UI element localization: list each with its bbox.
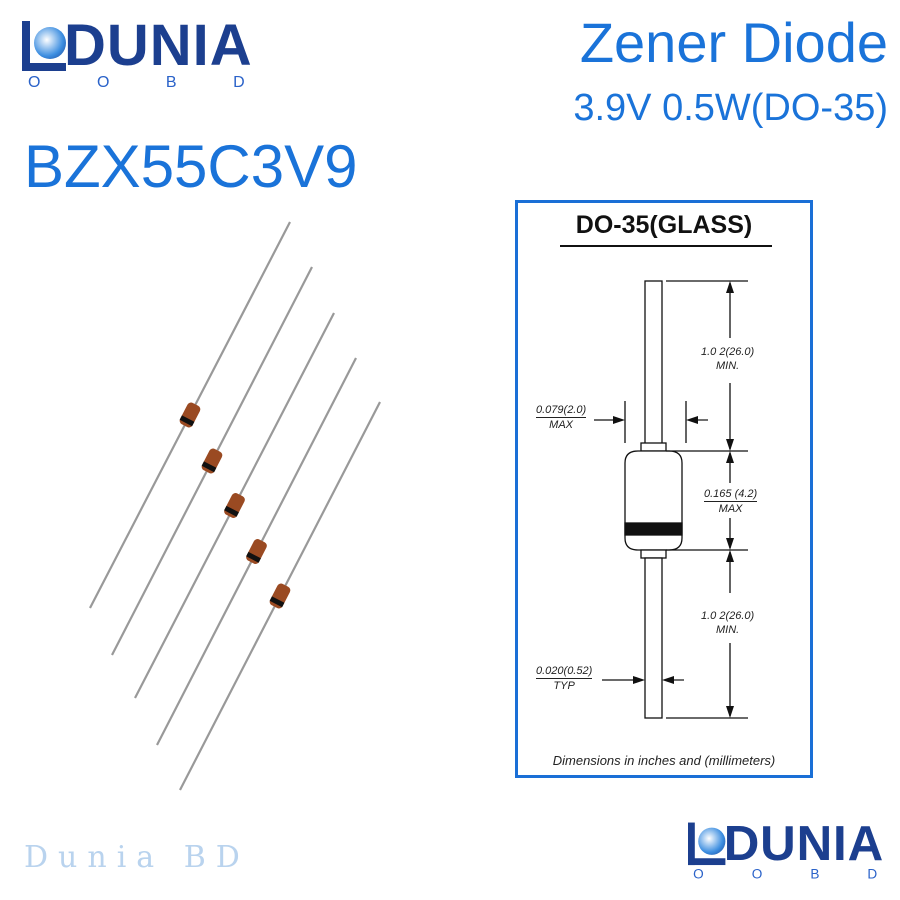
brand-logo-top: DUNIA O O B D [22, 13, 253, 92]
dim-value: 0.165 (4.2) [704, 488, 758, 502]
brand-logo-bottom: DUNIA O O B D [688, 815, 885, 883]
brand-sub: B [810, 867, 822, 883]
brand-name: DUNIA [64, 13, 253, 78]
dim-value: 0.020(0.52) [536, 665, 593, 679]
dim-note: MIN. [715, 360, 740, 372]
diode [179, 401, 381, 791]
body-length-label: 0.165 (4.2)MAX [704, 487, 758, 516]
lead-length-bottom-label: 1.0 2(26.0) MIN. [701, 609, 754, 637]
diode [111, 266, 313, 656]
dim-value: 1.0 2(26.0) [701, 346, 755, 358]
product-spec: 3.9V 0.5W(DO-35) [573, 87, 888, 129]
dimensions-note: Dimensions in inches and (millimeters) [552, 753, 776, 768]
brand-sub: B [165, 74, 179, 91]
body-diameter-label: 0.079(2.0)MAX [536, 403, 587, 432]
part-number: BZX55C3V9 [24, 133, 358, 200]
package-diagram: DO-35(GLASS) 1.0 2(26.0) MIN. [515, 200, 813, 778]
watermark: Dunia BD [24, 840, 250, 875]
globe-cart-icon [688, 822, 726, 866]
brand-sub: O [96, 74, 112, 91]
lead-diameter-label: 0.020(0.52)TYP [536, 664, 593, 693]
diode [89, 221, 291, 609]
brand-sub: O [693, 867, 706, 883]
dim-note: MAX [549, 419, 573, 431]
globe-cart-icon [22, 21, 66, 71]
dim-note: TYP [553, 680, 575, 692]
brand-sub: O [28, 74, 43, 91]
divider [560, 245, 772, 247]
brand-sub: D [867, 867, 879, 883]
lead-length-top-label: 1.0 2(26.0) MIN. [701, 345, 754, 373]
brand-name: DUNIA [723, 815, 885, 871]
product-title: Zener Diode [579, 11, 888, 74]
package-drawing [594, 280, 748, 719]
dim-note: MAX [718, 503, 743, 515]
diode [134, 312, 335, 699]
dim-value: 0.079(2.0) [536, 404, 587, 418]
package-title: DO-35(GLASS) [575, 211, 753, 239]
diode-photo [89, 221, 381, 791]
brand-sub: O [751, 867, 764, 883]
dim-value: 1.0 2(26.0) [701, 610, 755, 622]
dim-note: MIN. [715, 624, 740, 636]
brand-sub: D [233, 74, 247, 91]
diode [156, 357, 357, 746]
